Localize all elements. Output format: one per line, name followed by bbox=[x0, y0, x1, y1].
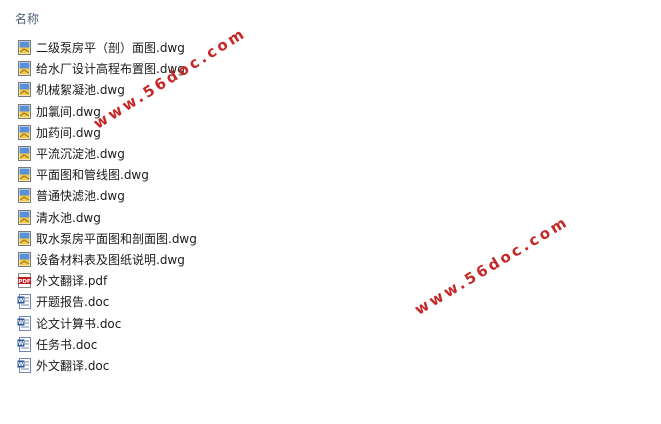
file-row[interactable]: 加氯间.dwg bbox=[17, 101, 197, 122]
file-name: 开题报告.doc bbox=[36, 295, 110, 310]
file-name: 外文翻译.pdf bbox=[36, 274, 108, 289]
file-name: 清水池.dwg bbox=[36, 210, 101, 225]
file-row[interactable]: 平面图和管线图.dwg bbox=[17, 164, 197, 185]
file-row[interactable]: W 开题报告.doc bbox=[17, 291, 197, 312]
dwg-file-icon bbox=[17, 124, 32, 140]
dwg-file-icon bbox=[17, 146, 32, 162]
file-name: 加氯间.dwg bbox=[36, 104, 101, 119]
file-row[interactable]: 设备材料表及图纸说明.dwg bbox=[17, 249, 197, 270]
svg-text:W: W bbox=[18, 362, 24, 368]
dwg-file-icon bbox=[17, 82, 32, 98]
doc-file-icon: W bbox=[17, 294, 32, 310]
file-row[interactable]: W 外文翻译.doc bbox=[17, 355, 197, 376]
doc-file-icon: W bbox=[17, 315, 32, 331]
svg-text:W: W bbox=[18, 299, 24, 305]
file-name: 任务书.doc bbox=[36, 337, 98, 352]
file-row[interactable]: 清水池.dwg bbox=[17, 207, 197, 228]
doc-file-icon: W bbox=[17, 336, 32, 352]
file-list: 二级泵房平（剖）面图.dwg 给水厂设计高程布置图.dwg 机械絮凝池.dwg 加氯间… bbox=[17, 37, 197, 376]
svg-text:PDF: PDF bbox=[18, 279, 31, 285]
dwg-file-icon bbox=[17, 167, 32, 183]
file-name: 论文计算书.doc bbox=[36, 316, 122, 331]
file-row[interactable]: 普通快滤池.dwg bbox=[17, 185, 197, 206]
file-name: 平流沉淀池.dwg bbox=[36, 147, 125, 162]
file-name: 平面图和管线图.dwg bbox=[36, 168, 149, 183]
file-name: 外文翻译.doc bbox=[36, 358, 110, 373]
file-name: 加药间.dwg bbox=[36, 125, 101, 140]
file-name: 机械絮凝池.dwg bbox=[36, 83, 125, 98]
file-name: 普通快滤池.dwg bbox=[36, 189, 125, 204]
name-column-header[interactable]: 名称 bbox=[15, 12, 40, 26]
file-name: 给水厂设计高程布置图.dwg bbox=[36, 62, 185, 77]
file-row[interactable]: 平流沉淀池.dwg bbox=[17, 143, 197, 164]
pdf-file-icon: PDF bbox=[17, 273, 32, 289]
dwg-file-icon bbox=[17, 103, 32, 119]
dwg-file-icon bbox=[17, 230, 32, 246]
svg-text:W: W bbox=[18, 320, 24, 326]
file-name: 取水泵房平面图和剖面图.dwg bbox=[36, 231, 197, 246]
dwg-file-icon bbox=[17, 40, 32, 56]
doc-file-icon: W bbox=[17, 357, 32, 373]
file-row[interactable]: 给水厂设计高程布置图.dwg bbox=[17, 58, 197, 79]
dwg-file-icon bbox=[17, 251, 32, 267]
file-row[interactable]: 加药间.dwg bbox=[17, 122, 197, 143]
dwg-file-icon bbox=[17, 209, 32, 225]
file-row[interactable]: 二级泵房平（剖）面图.dwg bbox=[17, 37, 197, 58]
dwg-file-icon bbox=[17, 61, 32, 77]
dwg-file-icon bbox=[17, 188, 32, 204]
file-row[interactable]: 取水泵房平面图和剖面图.dwg bbox=[17, 228, 197, 249]
file-name: 设备材料表及图纸说明.dwg bbox=[36, 252, 185, 267]
file-row[interactable]: W 论文计算书.doc bbox=[17, 312, 197, 333]
watermark-text: www.56doc.com bbox=[411, 212, 573, 319]
file-name: 二级泵房平（剖）面图.dwg bbox=[36, 41, 185, 56]
file-row[interactable]: W 任务书.doc bbox=[17, 334, 197, 355]
file-row[interactable]: 机械絮凝池.dwg bbox=[17, 79, 197, 100]
svg-text:W: W bbox=[18, 341, 24, 347]
file-row[interactable]: PDF 外文翻译.pdf bbox=[17, 270, 197, 291]
